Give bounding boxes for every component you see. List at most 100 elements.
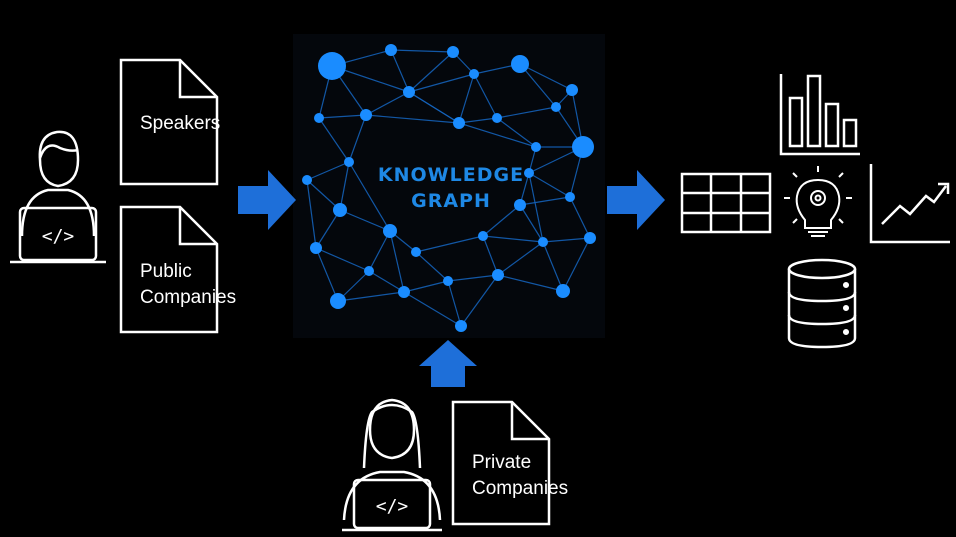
kg-edge bbox=[519, 204, 544, 243]
svg-text:</>: </> bbox=[42, 226, 75, 247]
kg-node bbox=[333, 203, 347, 217]
kg-edge bbox=[390, 49, 454, 53]
kg-edge bbox=[318, 117, 350, 163]
kg-node bbox=[492, 269, 504, 281]
document-speakers-label: Speakers bbox=[140, 113, 221, 134]
kg-edge bbox=[365, 114, 460, 124]
kg-edge bbox=[318, 114, 367, 119]
kg-node bbox=[565, 192, 575, 202]
kg-node bbox=[310, 242, 322, 254]
knowledge-graph-line1: KNOWLEDGE bbox=[377, 164, 525, 186]
arrow-up-icon bbox=[419, 340, 477, 387]
kg-edge bbox=[408, 73, 475, 93]
kg-node bbox=[360, 109, 372, 121]
kg-edge bbox=[528, 172, 544, 243]
kg-node bbox=[572, 136, 594, 158]
kg-node bbox=[403, 86, 415, 98]
document-private-companies-label: Private Companies bbox=[472, 450, 568, 502]
kg-node bbox=[385, 44, 397, 56]
kg-node bbox=[383, 224, 397, 238]
kg-edge bbox=[447, 274, 499, 282]
kg-edge bbox=[315, 247, 370, 272]
kg-edge bbox=[306, 161, 350, 181]
kg-edge bbox=[482, 235, 499, 276]
database-icon bbox=[787, 258, 857, 349]
kg-edge bbox=[519, 63, 573, 91]
kg-node bbox=[302, 175, 312, 185]
kg-edge bbox=[458, 122, 537, 148]
kg-node bbox=[453, 117, 465, 129]
kg-edge bbox=[482, 235, 544, 243]
kg-node bbox=[344, 157, 354, 167]
kg-edge bbox=[348, 114, 367, 163]
kg-edge bbox=[447, 280, 462, 327]
kg-edge bbox=[368, 270, 405, 293]
public-companies-line1: Public bbox=[140, 261, 192, 282]
kg-node bbox=[330, 293, 346, 309]
kg-edge bbox=[519, 63, 557, 108]
knowledge-graph-line2: GRAPH bbox=[411, 190, 491, 212]
lightbulb-gear-icon bbox=[784, 166, 852, 237]
kg-edge bbox=[528, 172, 571, 198]
kg-edge bbox=[497, 274, 564, 292]
private-companies-line2: Companies bbox=[472, 478, 569, 499]
kg-edge bbox=[337, 291, 405, 302]
kg-edge bbox=[408, 51, 454, 93]
kg-node bbox=[411, 247, 421, 257]
kg-edge bbox=[339, 209, 391, 232]
kg-edge bbox=[315, 209, 341, 249]
kg-node bbox=[455, 320, 467, 332]
kg-node bbox=[398, 286, 410, 298]
kg-edge bbox=[519, 196, 571, 206]
kg-edge bbox=[496, 106, 557, 119]
document-public-companies-icon bbox=[119, 205, 219, 334]
kg-edge bbox=[415, 251, 449, 282]
document-private-companies-icon bbox=[451, 400, 551, 526]
kg-node bbox=[524, 168, 534, 178]
knowledge-graph-nodes bbox=[302, 44, 596, 332]
kg-edge bbox=[562, 237, 591, 292]
kg-node bbox=[511, 55, 529, 73]
kg-node bbox=[556, 284, 570, 298]
kg-edge bbox=[482, 204, 521, 237]
kg-node bbox=[531, 142, 541, 152]
kg-node bbox=[469, 69, 479, 79]
knowledge-graph-title: KNOWLEDGE GRAPH bbox=[371, 162, 531, 214]
developer-icon-left: </> bbox=[10, 130, 106, 264]
kg-node bbox=[566, 84, 578, 96]
kg-edge bbox=[473, 73, 498, 119]
kg-edge bbox=[542, 241, 564, 292]
kg-node bbox=[478, 231, 488, 241]
kg-node bbox=[318, 52, 346, 80]
kg-node bbox=[492, 113, 502, 123]
kg-node bbox=[447, 46, 459, 58]
kg-edge bbox=[389, 230, 405, 293]
kg-edge bbox=[497, 241, 544, 276]
kg-edge bbox=[390, 49, 410, 93]
kg-edge bbox=[542, 237, 591, 243]
arrow-right-input-icon bbox=[238, 170, 296, 230]
kg-edge bbox=[348, 161, 391, 232]
document-speakers-icon bbox=[119, 58, 219, 186]
table-icon bbox=[680, 172, 772, 234]
svg-text:</>: </> bbox=[376, 496, 409, 517]
private-companies-line1: Private bbox=[472, 452, 532, 473]
kg-edge bbox=[306, 179, 317, 249]
kg-edge bbox=[403, 280, 449, 293]
kg-edge bbox=[339, 161, 350, 211]
kg-edge bbox=[403, 291, 462, 327]
kg-node bbox=[514, 199, 526, 211]
developer-icon-bottom: </> bbox=[342, 398, 442, 532]
line-chart-icon bbox=[869, 164, 950, 244]
kg-node bbox=[364, 266, 374, 276]
kg-edge bbox=[496, 117, 537, 148]
kg-edge bbox=[458, 117, 498, 124]
kg-node bbox=[584, 232, 596, 244]
kg-edge bbox=[408, 91, 460, 124]
kg-edge bbox=[569, 196, 591, 239]
kg-node bbox=[551, 102, 561, 112]
kg-edge bbox=[458, 73, 475, 124]
kg-edge bbox=[415, 235, 484, 253]
kg-edge bbox=[306, 179, 341, 211]
